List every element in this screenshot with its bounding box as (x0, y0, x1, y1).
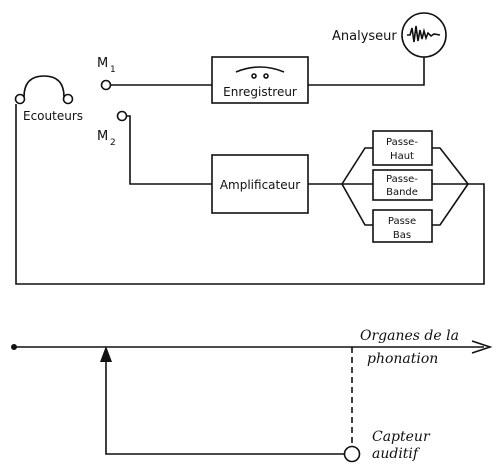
sensor-label-line2: auditif (372, 446, 421, 462)
wire-return-headphones (15, 104, 485, 285)
auditory-sensor (343, 445, 361, 463)
feedback-arrowhead (100, 346, 112, 362)
acoustic-setup-schema: Analyseur M 1 Enregistreur Ecouteurs (14, 12, 485, 285)
recorder-reel-right (263, 73, 269, 79)
headphones: Ecouteurs (14, 75, 83, 123)
mic1-label: M (97, 56, 108, 71)
band-pass-label-line2: Bande (386, 187, 418, 198)
mic2-terminal (116, 110, 128, 122)
wire-merge-high (432, 147, 469, 185)
band-pass-filter: Passe- Bande (372, 169, 433, 201)
headphones-label: Ecouteurs (23, 109, 83, 123)
mic1-subscript: 1 (110, 65, 116, 75)
high-pass-box (372, 130, 433, 166)
organs-label-line2: phonation (367, 351, 438, 367)
recorder-reel-left (251, 73, 257, 79)
high-pass-label-line2: Haut (390, 151, 414, 162)
wire-recorder-analyzer (308, 57, 425, 86)
wire-split-low (341, 183, 373, 226)
analyzer: Analyseur (332, 12, 447, 58)
band-pass-box (372, 169, 433, 201)
low-pass-label-line1: Passe (388, 216, 416, 227)
low-pass-label-line2: Bas (393, 230, 411, 241)
amplifier: Amplificateur (211, 154, 309, 214)
high-pass-label-line1: Passe- (386, 137, 418, 148)
wire-merge-low (432, 183, 469, 226)
recorder-arc-icon (235, 66, 285, 73)
analyzer-label: Analyseur (332, 29, 397, 44)
feedback-loop-diagram: Organes de la phonation Capteur auditif (11, 328, 493, 463)
sensor-label-line1: Capteur (372, 429, 431, 445)
wire-split-high (341, 147, 373, 185)
headphones-left-ear (14, 93, 26, 105)
recorder: Enregistreur (211, 56, 309, 104)
organs-label-line1: Organes de la (360, 328, 459, 344)
low-pass-box (372, 209, 433, 243)
mic1-terminal (100, 79, 112, 91)
headphones-right-ear (62, 93, 74, 105)
wiring (15, 57, 485, 285)
recorder-label: Enregistreur (223, 85, 297, 99)
microphone-2: M 2 (97, 110, 128, 148)
amplifier-label: Amplificateur (220, 178, 300, 192)
band-pass-label-line1: Passe- (386, 174, 418, 185)
phonation-arrowhead (471, 340, 493, 354)
low-pass-filter: Passe Bas (372, 209, 433, 243)
high-pass-filter: Passe- Haut (372, 130, 433, 166)
headphones-band (23, 75, 65, 98)
mic2-label: M (97, 129, 108, 144)
analyzer-waveform-icon (407, 25, 441, 43)
recorder-box (211, 56, 309, 104)
wire-mic2-amplifier (126, 115, 212, 185)
feedback-path (105, 352, 344, 455)
mic2-subscript: 2 (110, 138, 116, 148)
